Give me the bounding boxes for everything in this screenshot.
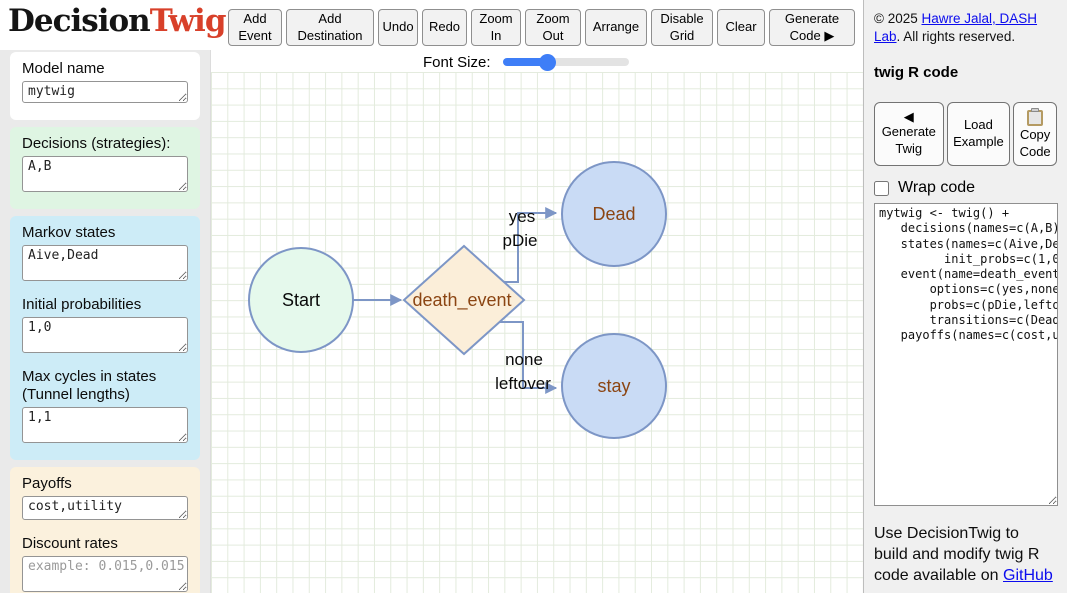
r-code-textarea[interactable]: mytwig <- twig() + decisions(names=c(A,B… (874, 203, 1058, 507)
stay-label: stay (597, 376, 630, 396)
generate-code-button[interactable]: Generate Code ▶ (769, 9, 855, 46)
decisions-label: Decisions (strategies): (22, 135, 171, 152)
wrap-code-label: Wrap code (898, 179, 976, 197)
wrap-code-row: Wrap code (874, 179, 1057, 197)
load-example-label: Load Example (953, 117, 1004, 150)
clipboard-icon (1027, 107, 1044, 126)
add-destination-button[interactable]: Add Destination (286, 9, 374, 46)
generate-twig-label: Generate Twig (881, 124, 936, 157)
code-panel: © 2025 Hawre Jalal, DASH Lab. All rights… (863, 0, 1067, 593)
edge-death-event-to-dead[interactable] (504, 207, 558, 283)
decisions-input[interactable]: A,B (22, 156, 188, 192)
toolbar: Add Event Add Destination Undo Redo Zoom… (228, 9, 855, 46)
model-name-section: Model name mytwig (10, 52, 200, 120)
zoom-out-button[interactable]: Zoom Out (525, 9, 581, 46)
payoffs-input[interactable]: cost,utility (22, 496, 188, 520)
death-event-label: death_event (412, 290, 511, 311)
generate-twig-button[interactable]: ◀ Generate Twig (874, 102, 944, 167)
model-name-input[interactable]: mytwig (22, 81, 188, 103)
logo-text-black: Decision (8, 3, 151, 39)
discount-rates-label: Discount rates (22, 535, 118, 552)
font-size-slider[interactable] (502, 53, 629, 71)
undo-button[interactable]: Undo (378, 9, 418, 46)
load-example-button[interactable]: Load Example (946, 102, 1011, 167)
dead-label: Dead (592, 204, 635, 224)
decisions-section: Decisions (strategies): A,B (10, 127, 200, 209)
header: DecisionTwig Add Event Add Destination U… (0, 0, 863, 50)
start-label: Start (282, 290, 320, 310)
disable-grid-button[interactable]: Disable Grid (651, 9, 713, 46)
node-start[interactable]: Start (248, 247, 354, 353)
copyright-notice: © 2025 Hawre Jalal, DASH Lab. All rights… (874, 10, 1057, 45)
left-column: Model name mytwig Decisions (strategies)… (0, 50, 210, 593)
font-size-control: Font Size: (423, 53, 629, 71)
edge-label-leftover[interactable]: leftover (495, 374, 551, 393)
twig-r-code-heading: twig R code (874, 64, 959, 82)
max-cycles-input[interactable]: 1,1 (22, 407, 188, 443)
edge-death-event-to-stay[interactable] (500, 321, 558, 394)
max-cycles-label: Max cycles in states (Tunnel lengths) (22, 368, 157, 403)
code-actions: ◀ Generate Twig Load Example Copy Code (874, 102, 1057, 167)
copy-code-label: Copy Code (1019, 126, 1051, 159)
redo-button[interactable]: Redo (422, 9, 467, 46)
zoom-in-button[interactable]: Zoom In (471, 9, 521, 46)
left-triangle-icon: ◀ (903, 109, 914, 125)
github-link[interactable]: GitHub (1003, 567, 1053, 585)
footer-text: Use DecisionTwig to build and modify twi… (874, 525, 1040, 585)
payoffs-label: Payoffs (22, 475, 72, 492)
start-circle[interactable] (248, 247, 354, 353)
clear-button[interactable]: Clear (717, 9, 765, 46)
font-size-label: Font Size: (423, 53, 491, 71)
node-stay[interactable]: stay (561, 333, 667, 439)
discount-rates-input[interactable] (22, 556, 188, 592)
app-logo: DecisionTwig (8, 3, 227, 39)
death-event-diamond[interactable] (402, 244, 526, 356)
dead-circle[interactable] (561, 161, 667, 267)
initial-probabilities-input[interactable]: 1,0 (22, 317, 188, 353)
wrap-code-checkbox[interactable] (874, 180, 889, 196)
model-settings-sidebar: Model name mytwig Decisions (strategies)… (10, 52, 200, 593)
markov-section: Markov states Aive,Dead Initial probabil… (10, 216, 200, 460)
node-death-event[interactable]: death_event (402, 244, 526, 356)
markov-states-input[interactable]: Aive,Dead (22, 245, 188, 281)
initial-probabilities-label: Initial probabilities (22, 296, 142, 313)
copy-code-button[interactable]: Copy Code (1013, 102, 1057, 167)
copyright-prefix: © 2025 (874, 11, 922, 26)
node-dead[interactable]: Dead (561, 161, 667, 267)
markov-states-label: Markov states (22, 224, 116, 241)
copyright-suffix: . All rights reserved. (896, 28, 1016, 44)
edge-label-none[interactable]: none (505, 350, 543, 369)
model-name-label: Model name (22, 60, 105, 77)
diagram-svg: yes pDie none leftover Start death_event… (248, 161, 667, 439)
edge-label-yes[interactable]: yes (509, 207, 535, 226)
add-event-button[interactable]: Add Event (228, 9, 282, 46)
payoffs-section: Payoffs cost,utility Discount rates (10, 467, 200, 593)
arrange-button[interactable]: Arrange (585, 9, 647, 46)
author-link[interactable]: Hawre Jalal, DASH Lab (874, 11, 1038, 44)
edge-label-pdie[interactable]: pDie (503, 231, 538, 250)
diagram-canvas[interactable]: yes pDie none leftover Start death_event… (210, 50, 863, 593)
stay-circle[interactable] (561, 333, 667, 439)
logo-text-red: Twig (149, 3, 227, 39)
footer-note: Use DecisionTwig to build and modify twi… (874, 523, 1057, 586)
